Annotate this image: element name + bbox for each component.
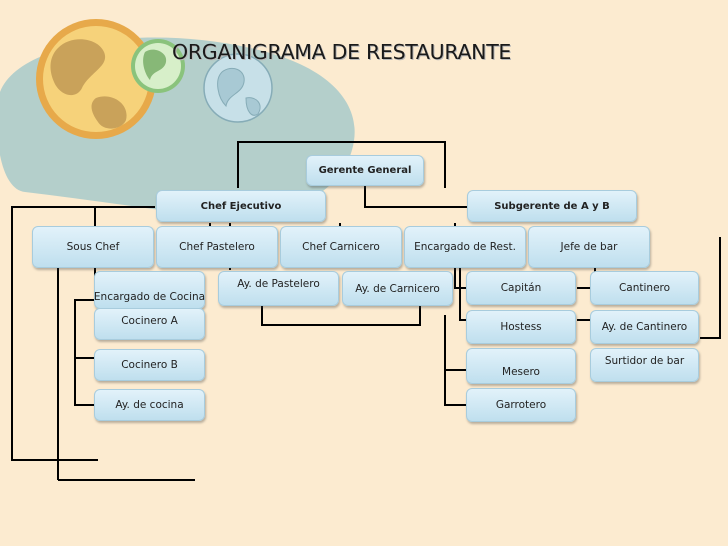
node-mesero[interactable]: Mesero — [466, 348, 576, 384]
node-ay-de-pastelero[interactable]: Ay. de Pastelero — [218, 271, 339, 306]
node-encargado-rest[interactable]: Encargado de Rest. — [404, 226, 526, 268]
node-ay-de-cantinero[interactable]: Ay. de Cantinero — [590, 310, 699, 344]
globe-large-icon — [36, 19, 156, 139]
node-encargado-cocina[interactable]: Encargado de Cocina — [94, 271, 205, 309]
node-ay-de-carnicero[interactable]: Ay. de Carnicero — [342, 271, 453, 306]
node-surtidor-de-bar[interactable]: Surtidor de bar — [590, 348, 699, 382]
globe-small-icon — [131, 39, 185, 93]
node-chef-pastelero[interactable]: Chef Pastelero — [156, 226, 278, 268]
node-subgerente-a-y-b[interactable]: Subgerente de A y B — [467, 190, 637, 222]
node-hostess[interactable]: Hostess — [466, 310, 576, 344]
node-gerente-general[interactable]: Gerente General — [306, 155, 424, 186]
node-cantinero[interactable]: Cantinero — [590, 271, 699, 305]
node-cocinero-b[interactable]: Cocinero B — [94, 349, 205, 381]
node-capitan[interactable]: Capitán — [466, 271, 576, 305]
node-chef-carnicero[interactable]: Chef Carnicero — [280, 226, 402, 268]
node-cocinero-a[interactable]: Cocinero A — [94, 308, 205, 340]
node-sous-chef[interactable]: Sous Chef — [32, 226, 154, 268]
page-title: ORGANIGRAMA DE RESTAURANTE — [172, 40, 512, 64]
node-jefe-de-bar[interactable]: Jefe de bar — [528, 226, 650, 268]
node-chef-ejecutivo[interactable]: Chef Ejecutivo — [156, 190, 326, 222]
node-garrotero[interactable]: Garrotero — [466, 388, 576, 422]
node-ay-de-cocina[interactable]: Ay. de cocina — [94, 389, 205, 421]
globe-outline-icon — [203, 53, 273, 123]
